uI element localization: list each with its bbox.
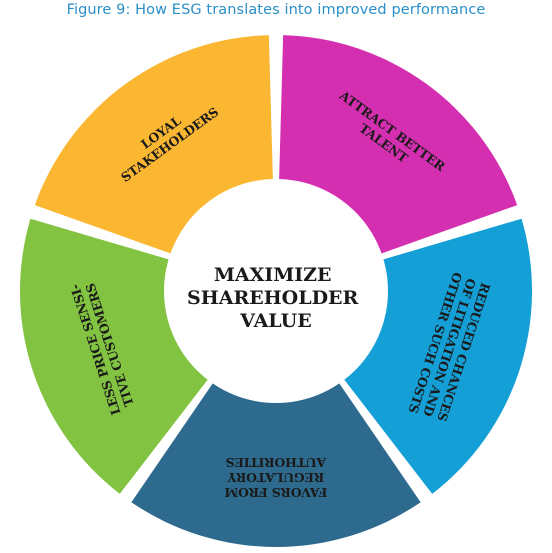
segment-label-favors-from-regulatory: FAVORS FROMREGULATORYAUTHORITIES — [224, 455, 327, 500]
segment-label-line: FAVORS FROM — [224, 485, 327, 500]
center-label-line-2: SHAREHOLDER — [187, 287, 359, 309]
center-label: MAXIMIZE SHAREHOLDER VALUE — [187, 264, 365, 332]
figure-title: Figure 9: How ESG translates into improv… — [66, 2, 486, 18]
segment-label-line: AUTHORITIES — [226, 455, 328, 470]
center-circle — [164, 179, 388, 403]
segment-favors-from-regulatory — [131, 380, 421, 547]
segment-reduced-chances — [341, 218, 532, 494]
segment-less-price-sensitive — [19, 218, 211, 494]
center-label-line-1: MAXIMIZE — [214, 264, 332, 286]
segment-label-line: REGULATORY — [227, 470, 325, 485]
svg-text:FAVORS FROMREGULATORYAUTHORITI: FAVORS FROMREGULATORYAUTHORITIES — [224, 455, 327, 500]
center-label-line-3: VALUE — [239, 310, 311, 332]
